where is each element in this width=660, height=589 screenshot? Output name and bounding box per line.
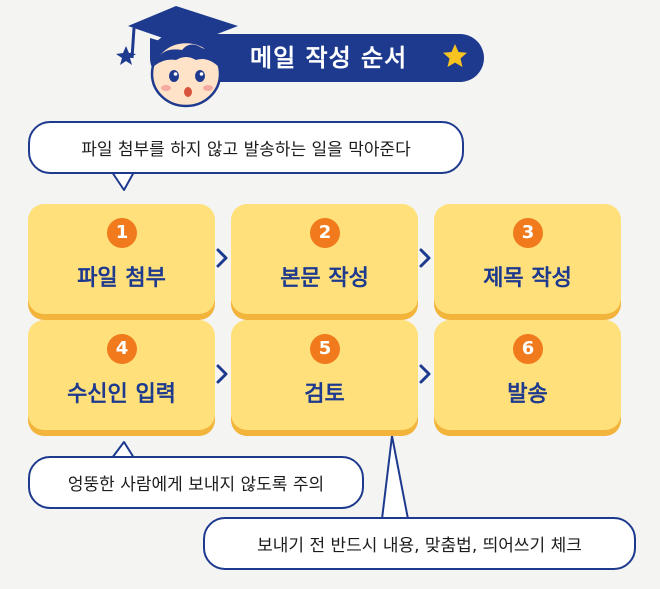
step-card-5: 5 검토	[231, 320, 418, 430]
chevron-right-icon	[419, 364, 431, 384]
step-number-badge: 1	[107, 218, 137, 248]
step-label: 검토	[304, 382, 345, 407]
step-card-6: 6 발송	[434, 320, 621, 430]
step-card-3: 3 제목 작성	[434, 204, 621, 314]
step-card-4: 4 수신인 입력	[28, 320, 215, 430]
step-label: 수신인 입력	[67, 382, 176, 407]
chevron-right-icon	[419, 248, 431, 268]
bubble-bottom-text: 보내기 전 반드시 내용, 맞춤법, 띄어쓰기 체크	[257, 536, 582, 556]
step-number-badge: 3	[513, 218, 543, 248]
page-title: 메일 작성 순서	[250, 44, 408, 72]
mascot-graduation-icon	[116, 6, 238, 108]
step-number-badge: 4	[107, 334, 137, 364]
bubble-top-text: 파일 첨부를 하지 않고 발송하는 일을 막아준다	[81, 140, 411, 160]
step-label: 발송	[507, 382, 548, 407]
step-card-1: 1 파일 첨부	[28, 204, 215, 314]
chevron-right-icon	[216, 364, 228, 384]
bubble-middle: 엉뚱한 사람에게 보내지 않도록 주의	[28, 456, 364, 509]
step-label: 제목 작성	[483, 266, 572, 291]
bubble-middle-text: 엉뚱한 사람에게 보내지 않도록 주의	[67, 475, 325, 495]
step-label: 본문 작성	[280, 266, 369, 291]
step-number-badge: 2	[310, 218, 340, 248]
step-card-2: 2 본문 작성	[231, 204, 418, 314]
step-label: 파일 첨부	[77, 266, 166, 291]
star-icon	[443, 44, 467, 67]
step-number-badge: 5	[310, 334, 340, 364]
step-number-badge: 6	[513, 334, 543, 364]
bubble-bottom: 보내기 전 반드시 내용, 맞춤법, 띄어쓰기 체크	[203, 517, 636, 570]
bubble-top: 파일 첨부를 하지 않고 발송하는 일을 막아준다	[28, 121, 464, 174]
chevron-right-icon	[216, 248, 228, 268]
